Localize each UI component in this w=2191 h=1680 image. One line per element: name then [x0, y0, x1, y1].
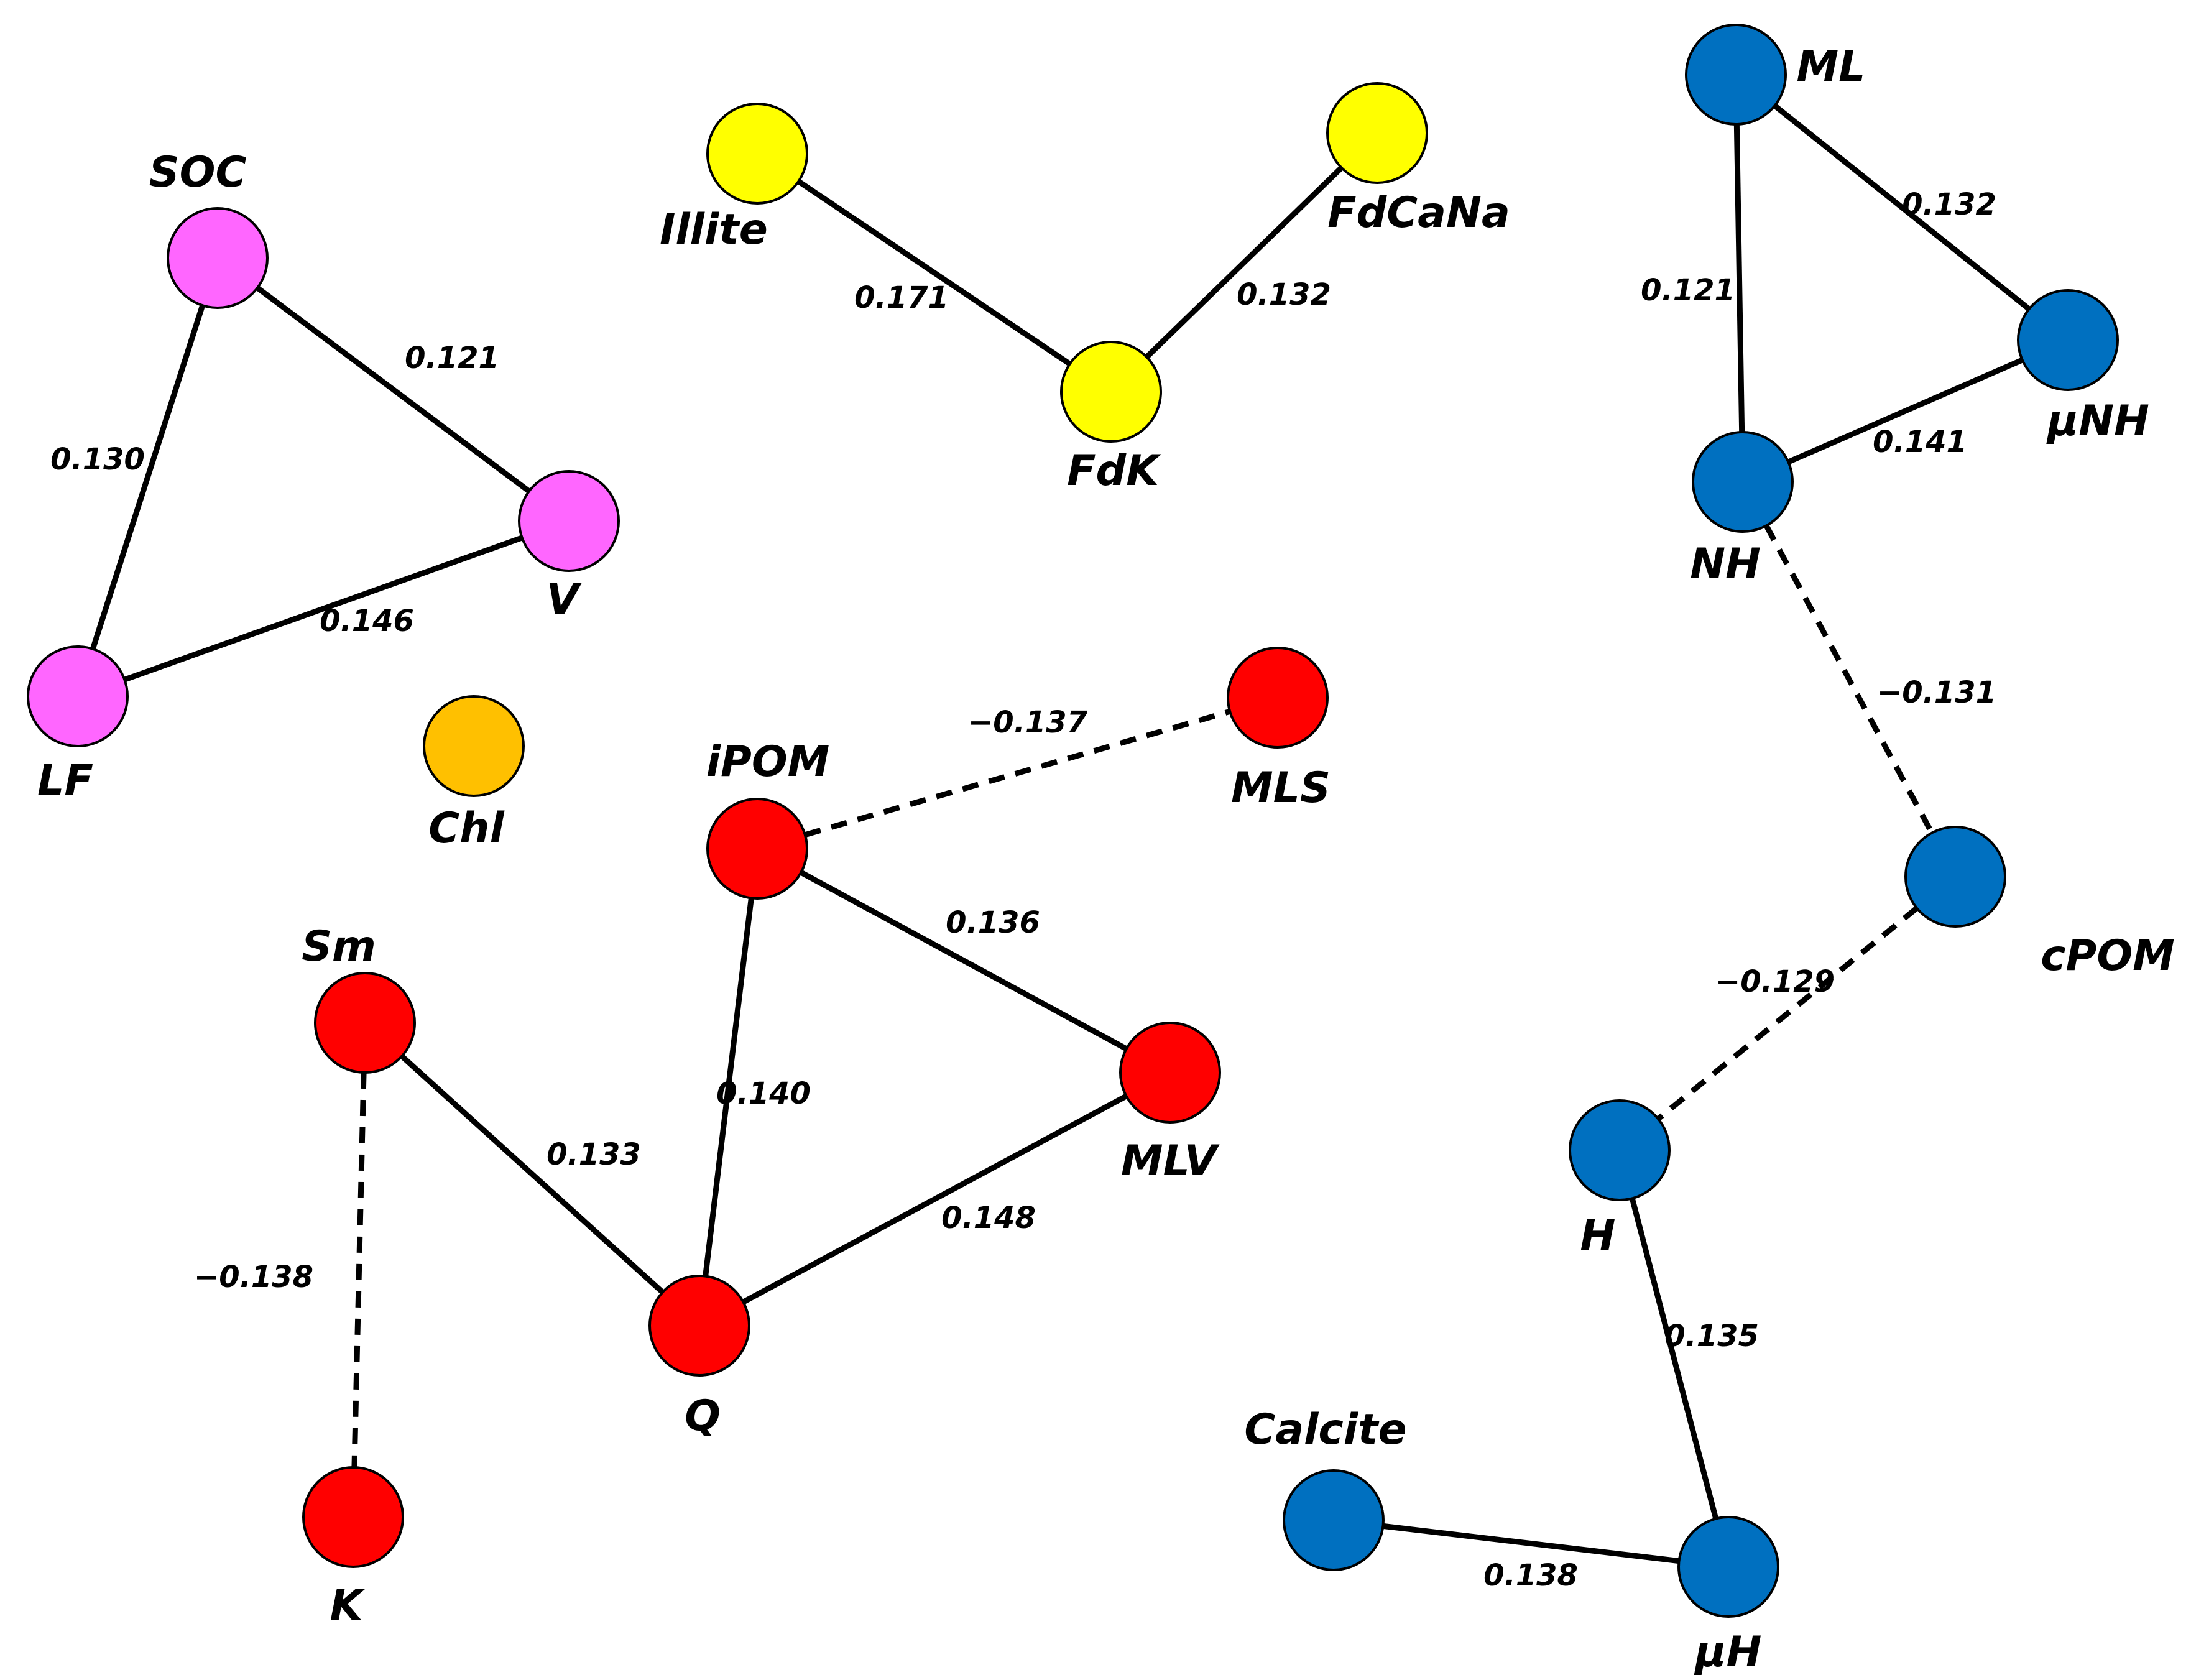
node-label-mls: MLS — [1231, 764, 1331, 813]
edge-weight-label: 0.121 — [1641, 273, 1735, 308]
edge-weight-label: −0.131 — [1877, 675, 1996, 710]
edges-layer — [90, 103, 2031, 1564]
edge-sm-q — [400, 1054, 665, 1295]
node-label-h: H — [1580, 1211, 1616, 1260]
nodes-layer — [27, 24, 2119, 1618]
node-nh — [1692, 431, 1794, 533]
edge-weight-label: 0.132 — [1902, 187, 1996, 222]
node-label-ipom: iPOM — [706, 737, 830, 787]
node-muh — [1677, 1516, 1779, 1618]
node-ml — [1685, 24, 1787, 126]
edge-ml-nh — [1733, 124, 1745, 433]
node-label-calcite: Calcite — [1244, 1405, 1406, 1454]
node-mlv — [1119, 1022, 1221, 1124]
edge-weight-label: 0.138 — [1483, 1558, 1578, 1593]
node-label-v: V — [547, 575, 583, 624]
edge-ipom-mlv — [800, 870, 1128, 1051]
edge-weight-label: 0.136 — [946, 905, 1040, 940]
labels-layer: 0.121 0.130 0.146 0.171 0.132 0.121 0.132 0.141… — [37, 42, 2175, 1677]
edge-nh-munh — [1787, 357, 2024, 465]
node-label-cpom: cPOM — [2041, 931, 2175, 981]
node-label-sm: Sm — [302, 922, 376, 971]
edge-weight-label: 0.121 — [405, 341, 499, 376]
node-ipom — [706, 798, 808, 900]
node-label-k: K — [330, 1581, 366, 1630]
edge-soc-lf — [90, 304, 205, 650]
edge-soc-v — [256, 285, 531, 494]
node-label-fdk: FdK — [1067, 446, 1161, 496]
node-label-munh: μNH — [2046, 397, 2149, 446]
node-h — [1569, 1099, 1671, 1201]
node-chl — [423, 695, 525, 797]
edge-weight-label: 0.132 — [1237, 277, 1331, 312]
node-sm — [314, 972, 416, 1074]
node-calcite — [1283, 1469, 1385, 1571]
edge-weight-label: −0.138 — [194, 1260, 313, 1295]
edge-weight-label: 0.171 — [854, 280, 949, 315]
node-q — [648, 1275, 750, 1377]
node-k — [302, 1466, 404, 1568]
edge-weight-label: 0.141 — [1873, 425, 1967, 459]
edge-weight-label: 0.135 — [1664, 1319, 1759, 1354]
edge-calcite-muh — [1382, 1523, 1680, 1564]
node-mls — [1227, 647, 1329, 749]
edge-lf-v — [123, 535, 524, 683]
node-soc — [167, 207, 269, 309]
edge-ipom-mls — [804, 708, 1231, 838]
edge-weight-label: −0.137 — [968, 705, 1088, 740]
edge-sm-k — [351, 1072, 367, 1468]
node-lf — [27, 645, 129, 747]
node-label-lf: LF — [37, 756, 93, 805]
edge-ml-munh — [1773, 103, 2031, 312]
edge-h-muh — [1629, 1198, 1719, 1520]
node-munh — [2017, 289, 2119, 391]
edge-nh-cpom — [1763, 524, 1935, 834]
edge-weight-label: 0.140 — [716, 1076, 811, 1111]
node-v — [518, 470, 620, 572]
node-cpom — [1904, 826, 2006, 928]
node-label-muh: μH — [1694, 1628, 1762, 1677]
edge-weight-label: 0.146 — [320, 604, 414, 639]
edge-weight-label: 0.133 — [547, 1137, 641, 1172]
edge-q-mlv — [742, 1093, 1128, 1305]
node-label-illite: Illite — [660, 205, 768, 254]
node-label-chl: Chl — [428, 804, 505, 853]
edge-fdcana-fdk — [1145, 165, 1344, 359]
edge-weight-label: −0.129 — [1715, 964, 1835, 999]
edge-cpom-h — [1656, 906, 1919, 1121]
node-label-mlv: MLV — [1121, 1137, 1220, 1186]
edge-illite-fdk — [796, 178, 1072, 367]
node-fdcana — [1326, 82, 1428, 184]
node-label-fdcana: FdCaNa — [1327, 188, 1510, 238]
edge-weight-label: 0.130 — [50, 442, 145, 477]
node-label-soc: SOC — [149, 148, 247, 197]
node-fdk — [1060, 341, 1162, 443]
node-label-ml: ML — [1797, 42, 1866, 91]
edge-weight-label: 0.148 — [941, 1201, 1036, 1235]
node-illite — [706, 103, 808, 205]
edge-ipom-q — [703, 897, 754, 1277]
node-label-q: Q — [685, 1392, 721, 1441]
node-label-nh: NH — [1690, 540, 1761, 589]
